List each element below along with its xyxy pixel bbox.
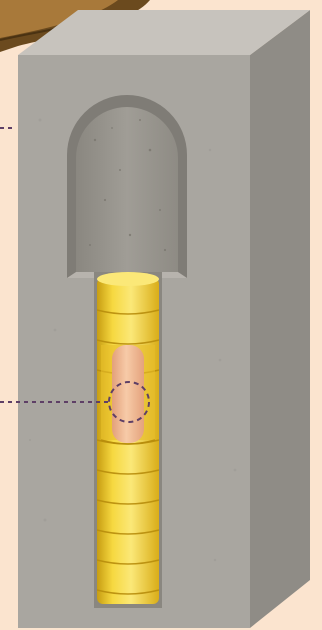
fuel-core xyxy=(112,345,144,443)
concrete-block-side xyxy=(250,10,310,628)
canister-cutaway xyxy=(101,345,155,444)
disposal-tunnel-cavity xyxy=(67,95,187,278)
